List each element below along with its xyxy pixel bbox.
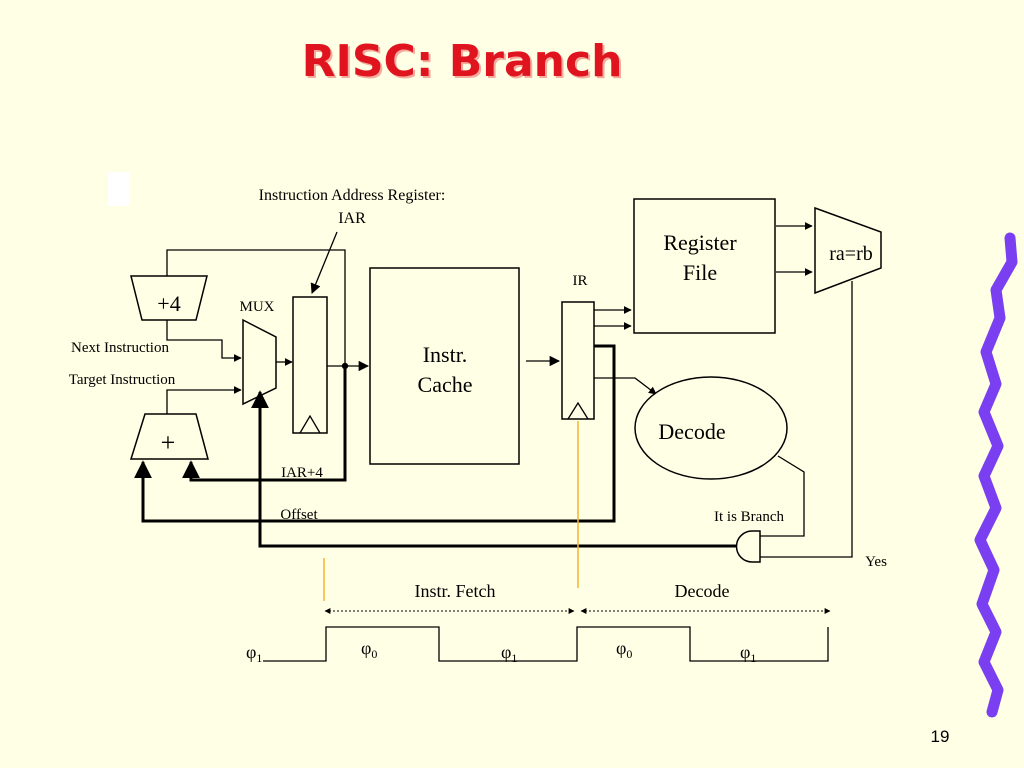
plus4-label: +4 <box>157 291 180 316</box>
ir-register <box>561 301 595 420</box>
adder-label: + <box>161 428 176 457</box>
comparator-label: ra=rb <box>829 243 872 265</box>
clock-waveform <box>263 626 829 662</box>
decode-unit <box>634 376 788 480</box>
comparator <box>814 206 882 295</box>
wire-offset-to-adder <box>134 344 616 523</box>
page-number: 19 <box>931 727 950 746</box>
icache-label-line2: Cache <box>418 372 473 397</box>
and-gate <box>735 530 761 563</box>
phase-fetch-label: Instr. Fetch <box>415 581 496 601</box>
wire-cmp-to-and <box>760 281 853 558</box>
iar-caption-line2: IAR <box>338 210 366 227</box>
wire-decode-to-and <box>760 455 805 537</box>
target-instruction-label: Target Instruction <box>69 372 176 388</box>
mux <box>242 318 277 406</box>
clock-phase-phi1-b: φ1 <box>501 642 517 665</box>
adder-block <box>129 413 209 460</box>
wire-next-instruction <box>166 320 242 362</box>
decode-label: Decode <box>658 419 725 444</box>
it-is-branch-label: It is Branch <box>714 509 784 525</box>
yes-label: Yes <box>865 554 887 570</box>
slide-title: RISC: Branch <box>302 36 623 87</box>
wire-iar-plus4-to-adder <box>182 366 347 482</box>
register-file-label-line2: File <box>683 260 717 285</box>
clock-phase-phi0-a: φ0 <box>361 638 377 661</box>
ir-label: IR <box>573 273 588 289</box>
register-file <box>633 198 776 334</box>
mux-label: MUX <box>239 299 274 315</box>
iar-caption-line1: Instruction Address Register: <box>259 187 446 204</box>
wavy-decoration <box>974 232 1018 718</box>
clock-phase-phi1-a: φ1 <box>246 642 262 665</box>
iar-plus4-label: IAR+4 <box>281 465 323 481</box>
instr-cache <box>369 267 520 465</box>
placeholder-box <box>108 172 130 206</box>
iar-pointer-arrow <box>310 231 338 294</box>
clock-phase-phi1-c: φ1 <box>740 642 756 665</box>
register-file-label-line1: Register <box>663 230 737 255</box>
wire-ir-to-decode <box>594 377 657 395</box>
wire-target-instruction <box>166 386 242 414</box>
offset-label: Offset <box>280 507 318 523</box>
plus4-block <box>130 275 208 321</box>
wire-iar-to-plus4 <box>166 249 346 366</box>
iar-clock-triangle <box>299 414 321 434</box>
ir-clock-triangle <box>567 401 589 420</box>
phase-decode-label: Decode <box>675 581 730 601</box>
clock-phase-phi0-b: φ0 <box>616 638 632 661</box>
iar-register <box>292 296 328 434</box>
next-instruction-label: Next Instruction <box>71 340 169 356</box>
title-shadow: RISC: Branch <box>304 38 625 89</box>
icache-label-line1: Instr. <box>423 342 468 367</box>
